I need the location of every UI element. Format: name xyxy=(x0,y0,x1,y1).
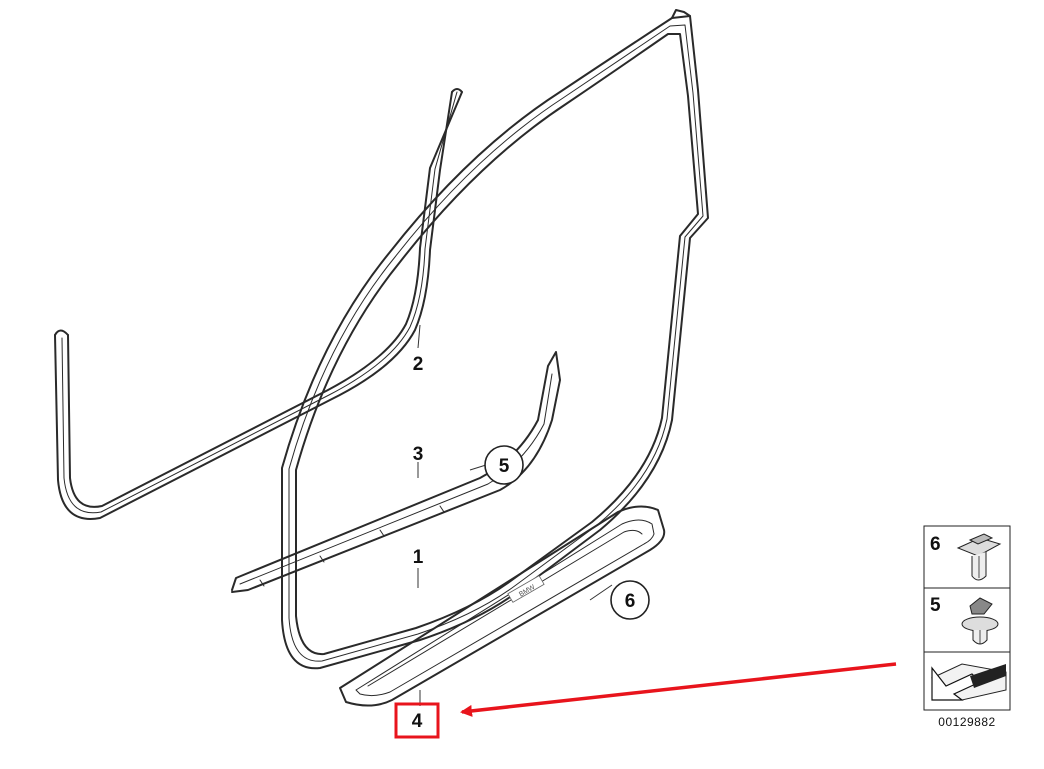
callout-part-1: 1 xyxy=(413,547,424,568)
callout-part-3: 3 xyxy=(413,444,424,465)
legend-number-6: 6 xyxy=(930,534,941,555)
callout-part-5: 5 xyxy=(499,456,510,477)
legend-number-5: 5 xyxy=(930,595,941,616)
expanding-rivet-icon xyxy=(961,597,999,645)
callout-part-4: 4 xyxy=(412,711,423,732)
leader-line-6 xyxy=(589,584,613,601)
installation-arrow-icon xyxy=(931,663,1007,701)
part-4-highlight-box xyxy=(394,702,440,739)
callout-circle-5 xyxy=(484,445,524,485)
leader-line-5 xyxy=(469,464,487,471)
callout-part-6: 6 xyxy=(625,591,636,612)
leader-line-2 xyxy=(417,324,421,349)
document-number: 00129882 xyxy=(938,715,995,729)
legend-cell-6 xyxy=(923,525,1011,589)
door-frame-seal xyxy=(281,9,709,670)
callout-part-2: 2 xyxy=(413,354,424,375)
door-seal-body-side xyxy=(54,88,463,520)
trim-clip-icon xyxy=(956,533,1002,581)
highlight-arrow xyxy=(460,662,897,717)
callout-circle-6 xyxy=(610,580,650,620)
fastener-legend: 6 5 00129882 xyxy=(923,525,1011,729)
